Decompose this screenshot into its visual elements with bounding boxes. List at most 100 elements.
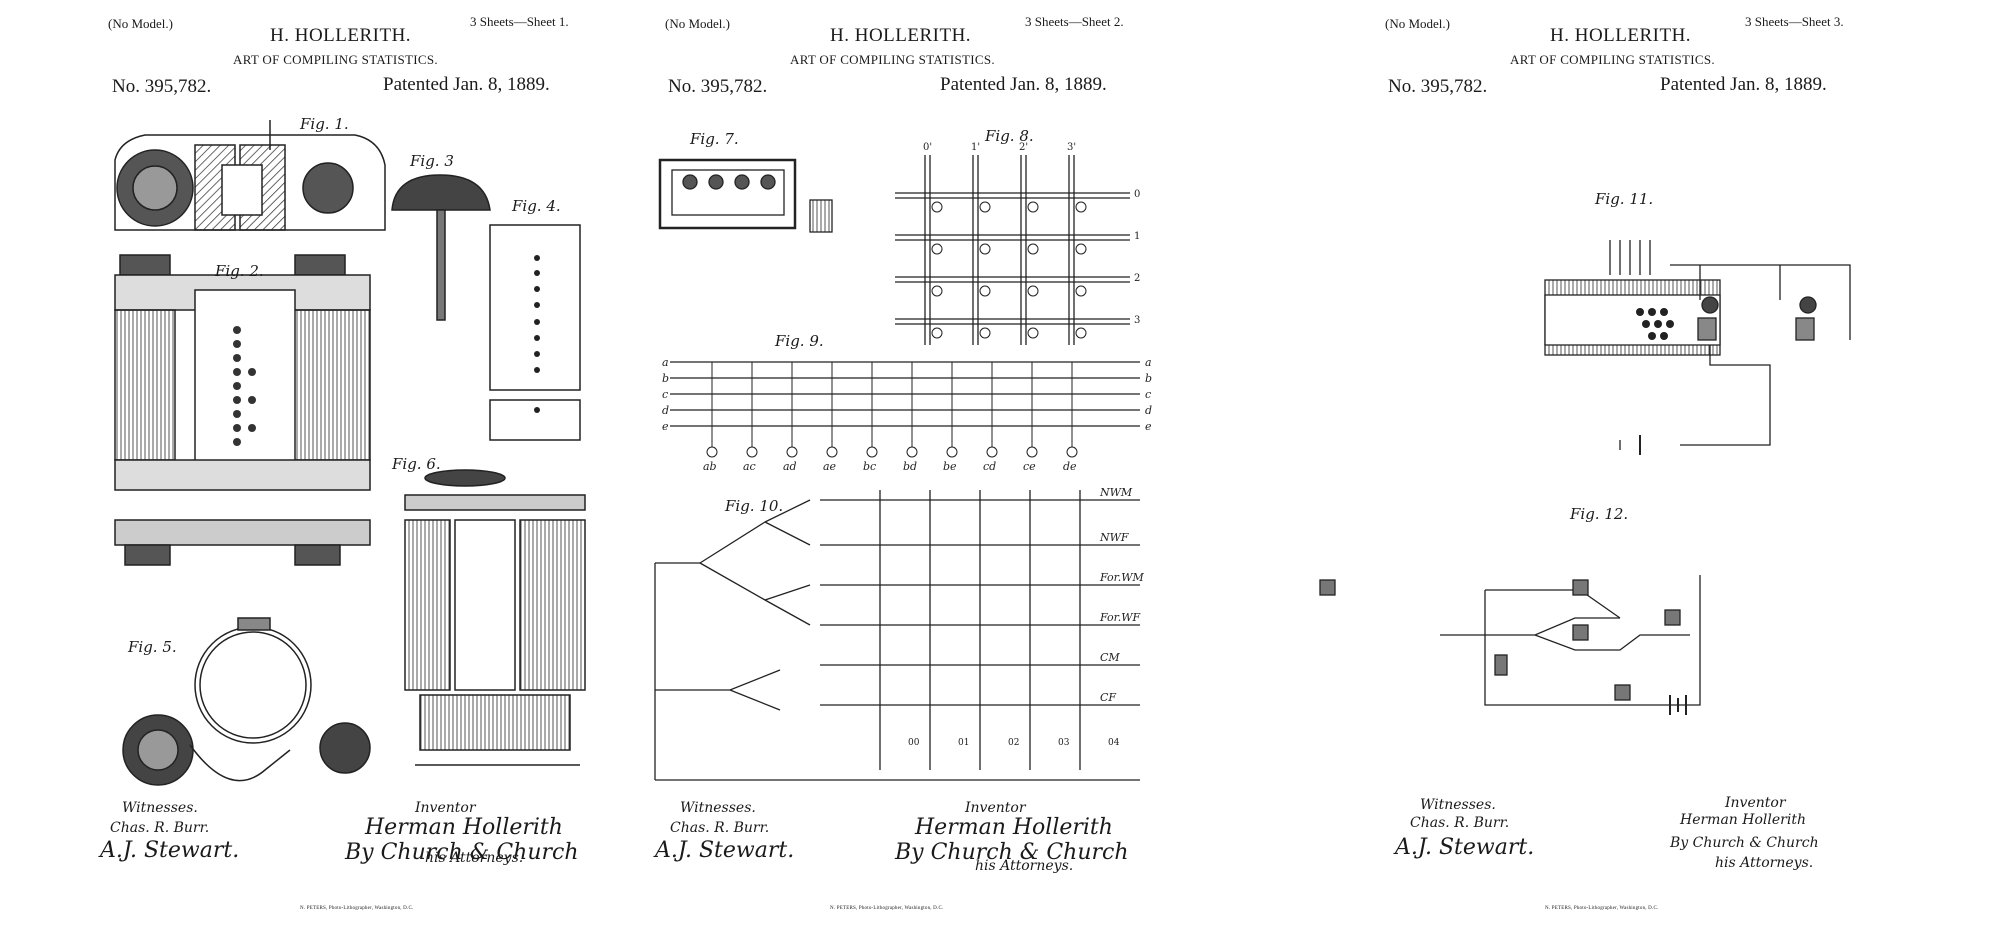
patent-number: No. 395,782. [1388,76,1488,97]
fig-3-label: Fig. 3 [410,152,454,170]
fig-10-output-label: NWM [1099,486,1133,499]
fig-9-tap-contact [746,446,758,458]
patent-number: No. 395,782. [668,76,768,97]
attorneys-signature: By Church & Church [1670,835,1819,851]
witnesses-label: Witnesses. [122,800,198,816]
fig-8-contact [1075,285,1087,297]
fig-10-bottom-label: 00 [908,738,920,748]
fig-8-contact [931,285,943,297]
fig-8-col-label: 1' [971,142,980,153]
fig-9-tap-contact [706,446,718,458]
patent-date: Patented Jan. 8, 1889. [1660,74,1827,95]
fig-9-bus-label: a [662,356,669,369]
fig-8-contact [979,243,991,255]
no-model-label: (No Model.) [1385,16,1450,31]
fig-9-tap-contact [826,446,838,458]
fig-7-label: Fig. 7. [690,130,739,148]
fig-8-contact [931,201,943,213]
fig-10-output-label: For.WF [1099,611,1141,624]
fig-5-drawing [122,617,371,786]
fig-9-bus-label: c [662,388,668,401]
inventor-label: Inventor [965,800,1026,816]
fig-11-label: Fig. 11. [1595,190,1654,208]
fig-5-label: Fig. 5. [128,638,177,656]
attorneys-signature: By Church & Church [895,840,1129,865]
fig-8-grid [895,155,1130,345]
fig-8-contact [1027,285,1039,297]
fig-9-tap-contact [986,446,998,458]
fig-9-tap-label: ad [783,460,797,473]
patent-date: Patented Jan. 8, 1889. [940,74,1107,95]
fig-9-tap-label: ce [1023,460,1036,473]
sheet-3-drawings [1319,240,1851,715]
fig-3-drawing [391,174,491,321]
fig-9-tap-label: be [943,460,957,473]
fig-10-output-label: CM [1100,651,1120,664]
sheet-number: 3 Sheets—Sheet 1. [470,14,569,29]
sheet-number: 3 Sheets—Sheet 2. [1025,14,1124,29]
witnesses-label: Witnesses. [1420,797,1496,813]
fig-8-contact [979,327,991,339]
inventor-heading: H. HOLLERITH. [270,25,412,46]
fig-8-contact [1027,243,1039,255]
fig-9-tap-label: bc [863,460,876,473]
witness-1: Chas. R. Burr. [670,820,770,836]
fig-9-tap-contact [1066,446,1078,458]
fig-8-col-label: 0' [923,142,932,153]
fig-12-label: Fig. 12. [1570,505,1629,523]
fig-8-contact [1027,201,1039,213]
fig-8-contact [979,285,991,297]
fig-8-contact [1075,201,1087,213]
fig-8-label: Fig. 8. [985,127,1034,145]
fig-9-tap-label: bd [903,460,917,473]
fig-8-contact [931,243,943,255]
attorneys-label: his Attorneys. [975,858,1074,874]
inventor-signature: Herman Hollerith [1680,812,1806,828]
patent-date: Patented Jan. 8, 1889. [383,74,550,95]
fig-10-label: Fig. 10. [725,497,784,515]
fig-10-output-label: NWF [1099,531,1129,544]
footer-credit: N. PETERS, Photo-Lithographer, Washingto… [1545,906,1659,911]
fig-9-bus-label: e [662,420,669,433]
witness-1: Chas. R. Burr. [1410,815,1510,831]
fig-10-tree [654,490,1140,781]
fig-4-drawing [489,224,581,441]
no-model-label: (No Model.) [108,16,173,31]
patent-number: No. 395,782. [112,76,212,97]
sheet-2: (No Model.) 3 Sheets—Sheet 2. H. HOLLERI… [640,0,1200,930]
fig-2-drawing [114,254,371,566]
fig-9-bus-label: a [1145,356,1152,369]
sheet-1: (No Model.) 3 Sheets—Sheet 1. H. HOLLERI… [0,0,640,930]
fig-10-output-label: CF [1100,691,1116,704]
fig-9-bus-label: d [662,404,669,417]
fig-9-tap-contact [1026,446,1038,458]
fig-8-contact [931,327,943,339]
fig-9-label: Fig. 9. [775,332,824,350]
fig-8-contact [979,201,991,213]
witness-2: A.J. Stewart. [655,838,795,863]
fig-8-contact [1075,243,1087,255]
attorneys-label: his Attorneys. [425,850,524,866]
footer-credit: N. PETERS, Photo-Lithographer, Washingto… [830,906,944,911]
fig-8-row-label: 1 [1134,231,1140,242]
fig-9-tap-contact [906,446,918,458]
fig-8-contact [1075,327,1087,339]
fig-6-label: Fig. 6. [392,455,441,473]
sheet-1-drawings [114,120,586,786]
fig-9-tap-contact [946,446,958,458]
attorneys-signature: By Church & Church [345,840,579,865]
fig-10-bottom-label: 02 [1008,738,1019,748]
fig-9-bus-label: c [1145,388,1151,401]
fig-8-col-label: 3' [1067,142,1076,153]
fig-9-bus-label: d [1145,404,1152,417]
fig-9-bus-label: b [1145,372,1152,385]
no-model-label: (No Model.) [665,16,730,31]
fig-9-bus-label: b [662,372,669,385]
fig-9-tap-label: cd [983,460,996,473]
fig-1-label: Fig. 1. [300,115,349,133]
witnesses-label: Witnesses. [680,800,756,816]
fig-9-tap-label: ac [743,460,756,473]
patent-title: ART OF COMPILING STATISTICS. [233,52,438,67]
fig-2-label: Fig. 2. [215,262,264,280]
